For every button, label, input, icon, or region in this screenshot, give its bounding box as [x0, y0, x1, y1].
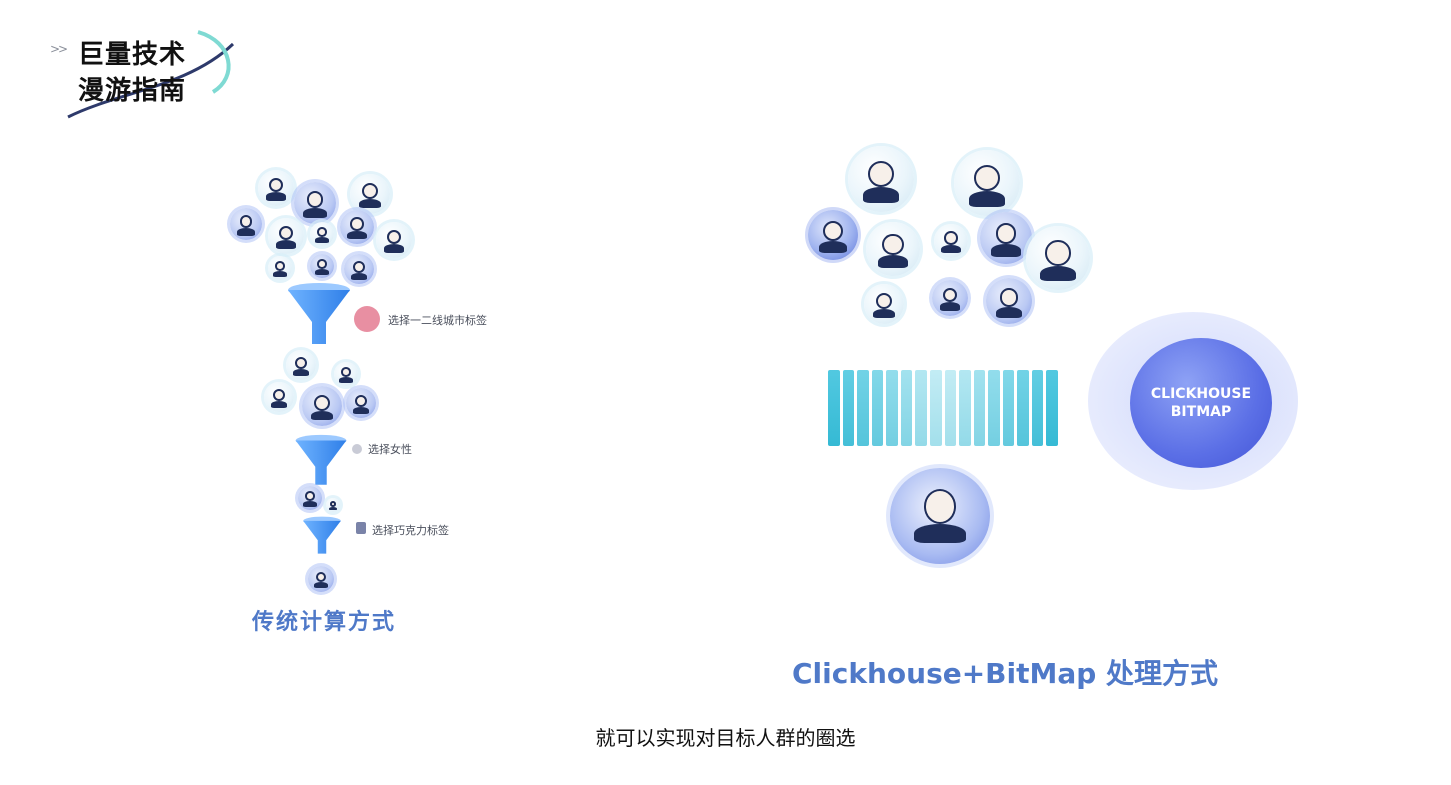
logo-title-line2: 漫游指南 — [78, 70, 186, 107]
tag-label: 选择一二线城市标签 — [388, 312, 487, 328]
bitmap-bar — [872, 370, 884, 446]
bitmap-bar — [959, 370, 971, 446]
avatar-icon — [346, 388, 376, 418]
avatar-icon — [310, 222, 334, 246]
bitmap-bar — [1032, 370, 1044, 446]
avatar-icon — [954, 150, 1020, 216]
bitmap-bar — [930, 370, 942, 446]
result-avatar-icon — [890, 468, 990, 564]
logo-title-line1: 巨量技术 — [78, 34, 186, 71]
avatar-icon — [350, 174, 390, 214]
avatar-icon — [866, 222, 920, 276]
avatar-icon — [808, 210, 858, 260]
avatar-icon — [864, 284, 904, 324]
engine-label-line2: BITMAP — [1171, 403, 1231, 421]
tag-label: 选择女性 — [368, 441, 412, 457]
avatar-icon — [258, 170, 294, 206]
avatar-icon — [932, 280, 968, 316]
funnel-icon — [302, 514, 342, 558]
bitmap-bar — [945, 370, 957, 446]
document-icon — [356, 522, 366, 534]
traditional-caption: 传统计算方式 — [252, 604, 396, 636]
bitmap-bar — [1017, 370, 1029, 446]
avatar-icon — [848, 146, 914, 212]
clickhouse-caption: Clickhouse+BitMap 处理方式 — [792, 652, 1218, 692]
video-subtitle: 就可以实现对目标人群的圈选 — [0, 722, 1451, 751]
bitmap-bar — [828, 370, 840, 446]
avatar-icon — [294, 182, 336, 224]
avatar-icon — [1026, 226, 1090, 290]
tag-label: 选择巧克力标签 — [372, 522, 449, 538]
bitmap-bar — [1003, 370, 1015, 446]
funnel-icon — [294, 434, 348, 488]
avatar-icon — [334, 362, 358, 386]
bitmap-bar — [988, 370, 1000, 446]
result-avatar-icon — [308, 566, 334, 592]
bitmap-bars — [828, 370, 1058, 446]
avatar-icon — [302, 386, 342, 426]
bitmap-bar — [915, 370, 927, 446]
bitmap-bar — [1046, 370, 1058, 446]
avatar-icon — [376, 222, 412, 258]
avatar-icon — [326, 498, 340, 512]
bitmap-bar — [843, 370, 855, 446]
avatar-icon — [986, 278, 1032, 324]
avatar-icon — [980, 212, 1032, 264]
clickhouse-bitmap-engine: CLICKHOUSE BITMAP — [1130, 338, 1272, 468]
engine-label-line1: CLICKHOUSE — [1151, 385, 1251, 403]
avatar-icon — [298, 486, 322, 510]
avatar-icon — [310, 254, 334, 278]
bitmap-bar — [974, 370, 986, 446]
avatar-icon — [286, 350, 316, 380]
avatar-icon — [934, 224, 968, 258]
logo-chevron-icon: >> — [50, 42, 66, 56]
female-icon — [352, 444, 362, 454]
avatar-icon — [340, 210, 374, 244]
funnel-icon — [286, 282, 352, 348]
building-icon — [354, 306, 380, 332]
bitmap-bar — [886, 370, 898, 446]
avatar-icon — [268, 218, 304, 254]
bitmap-bar — [901, 370, 913, 446]
bitmap-bar — [857, 370, 869, 446]
avatar-icon — [344, 254, 374, 284]
avatar-icon — [264, 382, 294, 412]
avatar-icon — [230, 208, 262, 240]
avatar-icon — [268, 256, 292, 280]
